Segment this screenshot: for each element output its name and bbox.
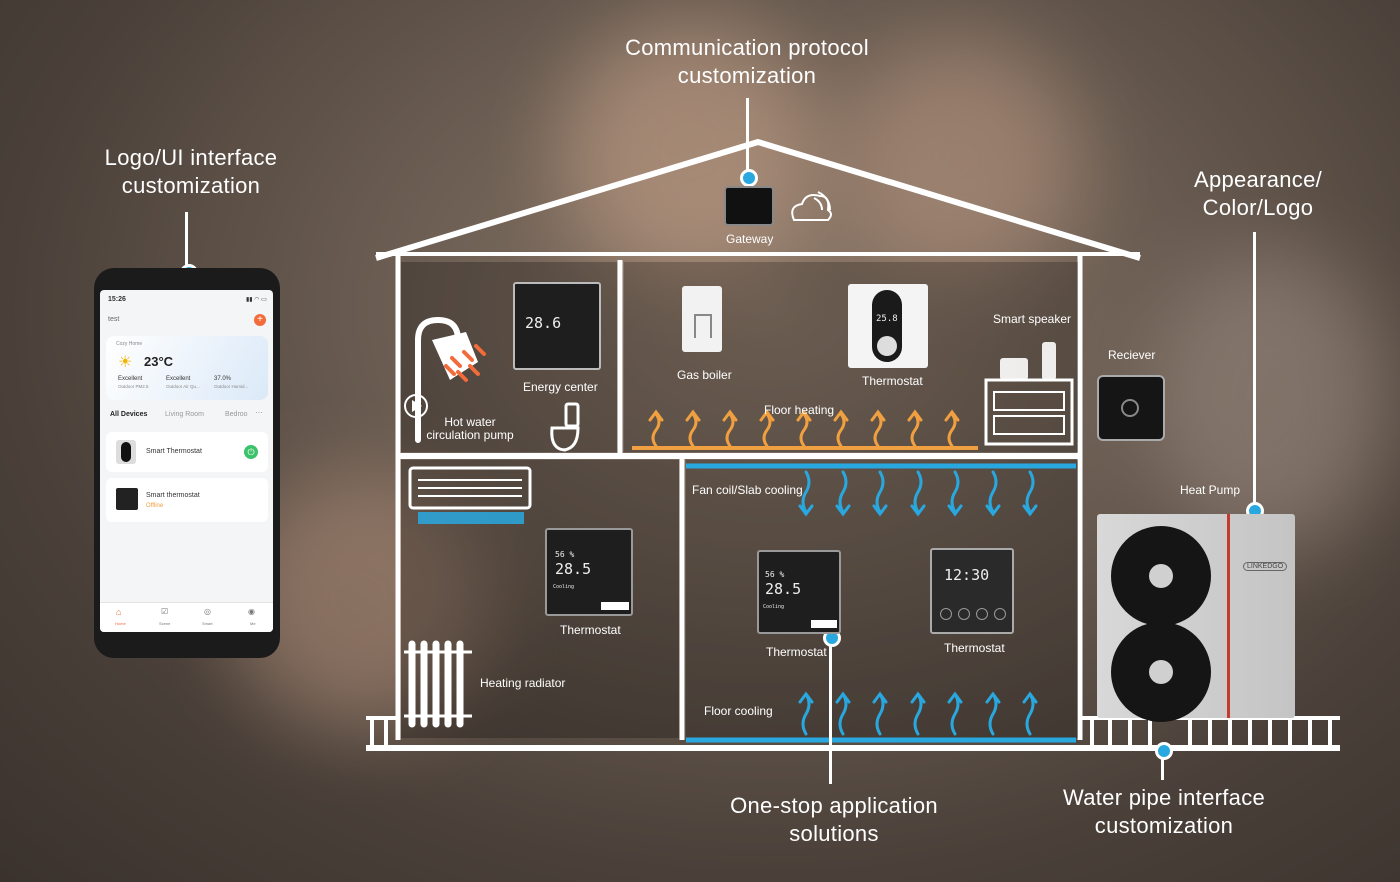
tab-bedroom[interactable]: Bedroo — [225, 411, 248, 418]
device-name: Smart thermostat — [146, 492, 200, 499]
smart-speaker-label: Smart speaker — [993, 312, 1072, 326]
heating-radiator-label: Heating radiator — [480, 676, 566, 690]
thermostat-thumb-icon — [116, 488, 138, 510]
thermostat-left-label: Thermostat — [560, 623, 621, 637]
floor-cooling-label: Floor cooling — [704, 704, 773, 718]
thermostat-left-hum: 56 % — [555, 550, 575, 559]
heat-pump-device: LINKEDGO — [1097, 514, 1295, 722]
weather-temperature: 23°C — [144, 354, 174, 369]
bottom-nav: ⌂ Home ☑ Scene ◎ Smart ◉ Me — [100, 602, 273, 632]
receiver-device — [1097, 375, 1165, 441]
floor-heating-label: Floor heating — [764, 403, 835, 417]
thermostat-mid-device: 56 % 28.5 Cooling — [757, 550, 841, 634]
thermostat-right-device: 12:30 — [930, 548, 1014, 634]
me-icon[interactable]: ◉ — [248, 607, 255, 616]
callout-line — [829, 640, 832, 784]
stat2-label: Outdoor Air Qu... — [166, 384, 200, 389]
device-card[interactable]: Smart Thermostat ⏻ — [106, 432, 268, 472]
nav-scene[interactable]: Scene — [159, 621, 171, 626]
callout-line — [1253, 232, 1256, 504]
stat1-label: Outdoor PM2.5 — [118, 384, 149, 389]
weather-card[interactable]: Cozy Home ☀ 23°C Excellent Outdoor PM2.5… — [106, 336, 268, 400]
shower-icon — [415, 316, 461, 443]
thermostat-mid-label: Thermostat — [766, 645, 827, 659]
status-time: 15:26 — [108, 296, 126, 303]
hot-water-pump-label: Hot water circulation pump — [426, 415, 514, 442]
phone-screen: 15:26 ▮▮ ◠ ▭ test + Cozy Home ☀ 23°C Exc… — [100, 290, 273, 632]
thermostat-left-mode: Cooling — [553, 584, 575, 590]
thermostat-left-device: 56 % 28.5 Cooling — [545, 528, 633, 616]
callout-dot — [1155, 742, 1173, 760]
thermostat-top-temp: 25.8 — [876, 314, 898, 324]
device-name: Smart Thermostat — [146, 448, 202, 455]
stat3-value: 37.0% — [214, 376, 232, 382]
callout-line — [185, 212, 188, 268]
callout-communication: Communication protocol customization — [625, 35, 869, 88]
energy-center-temp: 28.6 — [525, 314, 562, 332]
callout-logo-ui: Logo/UI interface customization — [104, 145, 278, 198]
stat1-value: Excellent — [118, 376, 143, 382]
energy-center-label: Energy center — [523, 380, 598, 394]
tab-all-devices[interactable]: All Devices — [110, 411, 148, 418]
stat3-label: Outdoor Humid... — [214, 384, 249, 389]
callout-line — [1161, 750, 1164, 780]
callout-dot — [740, 169, 758, 187]
power-icon[interactable]: ⏻ — [244, 445, 258, 459]
gas-boiler-device — [682, 286, 722, 352]
thermostat-right-label: Thermostat — [944, 641, 1005, 655]
more-icon[interactable]: ⋯ — [255, 408, 263, 417]
scene-icon[interactable]: ☑ — [161, 607, 169, 616]
nav-me[interactable]: Me — [250, 621, 256, 626]
tab-living-room[interactable]: Living Room — [165, 411, 204, 418]
heat-pump-brand: LINKEDGO — [1243, 562, 1288, 571]
background-figure — [840, 40, 1080, 280]
callout-water-pipe: Water pipe interface customization — [1062, 785, 1266, 838]
stat2-value: Excellent — [166, 376, 191, 382]
fan-coil-label: Fan coil/Slab cooling — [692, 483, 803, 497]
nav-home[interactable]: Home — [115, 621, 126, 626]
callout-line — [746, 98, 749, 170]
home-selector[interactable]: test — [108, 316, 120, 323]
add-icon[interactable]: + — [254, 314, 266, 326]
heat-pump-label: Heat Pump — [1180, 483, 1241, 497]
gateway-device — [724, 186, 774, 226]
status-icons: ▮▮ ◠ ▭ — [246, 297, 267, 303]
home-icon[interactable]: ⌂ — [116, 607, 122, 617]
device-card[interactable]: Smart thermostat Offline — [106, 478, 268, 522]
callout-appearance: Appearance/ Color/Logo — [1193, 167, 1323, 220]
device-status: Offline — [146, 503, 164, 509]
nav-smart[interactable]: Smart — [202, 621, 213, 626]
sun-icon: ☀ — [118, 354, 133, 371]
thermostat-top-device: 25.8 — [848, 284, 928, 368]
thermostat-left-temp: 28.5 — [555, 560, 592, 578]
receiver-label: Reciever — [1108, 348, 1156, 362]
thermostat-top-label: Thermostat — [862, 374, 923, 388]
smart-icon[interactable]: ◎ — [204, 607, 211, 616]
callout-one-stop: One-stop application solutions — [730, 793, 938, 846]
thermostat-mid-mode: Cooling — [763, 604, 785, 610]
thermostat-thumb-icon — [116, 440, 136, 464]
thermostat-mid-temp: 28.5 — [765, 580, 802, 598]
weather-title: Cozy Home — [116, 341, 143, 347]
thermostat-mid-hum: 56 % — [765, 570, 785, 579]
background-figure — [1150, 250, 1390, 550]
gas-boiler-label: Gas boiler — [677, 368, 732, 382]
gateway-label: Gateway — [726, 232, 774, 246]
thermostat-right-time: 12:30 — [944, 566, 990, 584]
energy-center-device: 28.6 — [513, 282, 601, 370]
